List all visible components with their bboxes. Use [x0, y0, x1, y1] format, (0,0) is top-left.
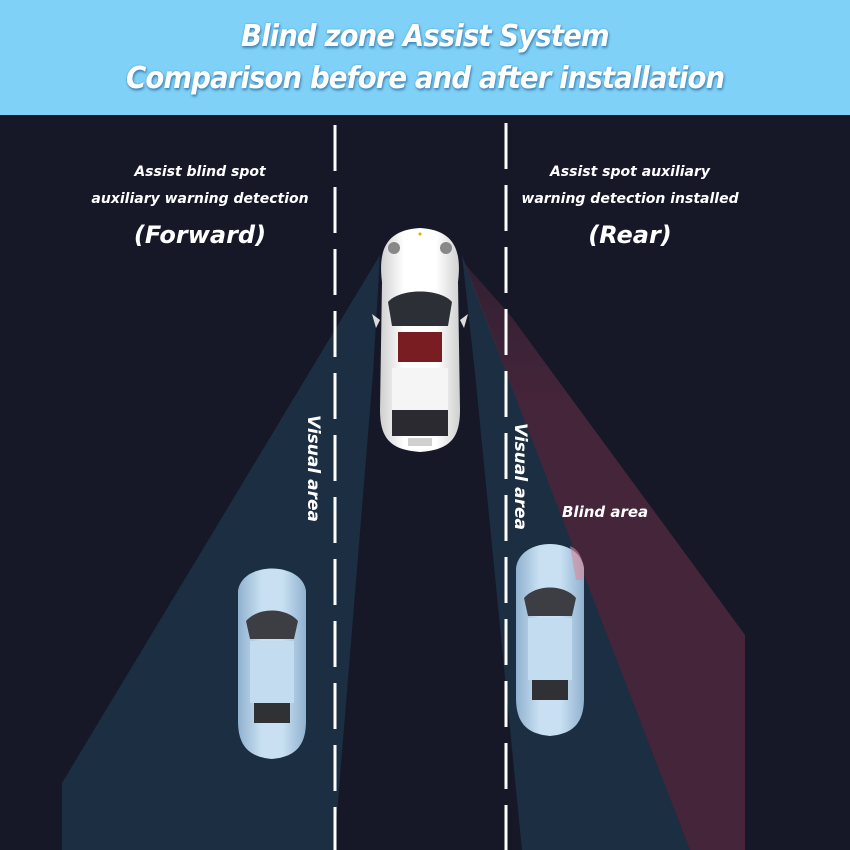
main-car-icon — [372, 228, 468, 452]
rear-tag: (Rear) — [588, 221, 672, 249]
left-visual-area-label: Visual area — [303, 415, 323, 522]
road-graphic — [62, 115, 745, 850]
title-line-1: Blind zone Assist System — [241, 18, 610, 54]
rear-caption: Assist spot auxiliary warning detection … — [500, 159, 760, 255]
forward-caption-line-1: Assist blind spot — [134, 164, 266, 180]
road-scene: Assist blind spot auxiliary warning dete… — [0, 115, 850, 850]
rear-caption-line-2: warning detection installed — [521, 191, 739, 207]
blind-area-label: Blind area — [562, 503, 649, 521]
left-visual-zone — [62, 255, 380, 850]
forward-tag: (Forward) — [133, 221, 267, 249]
forward-caption: Assist blind spot auxiliary warning dete… — [60, 159, 340, 255]
left-car-icon — [238, 568, 306, 759]
forward-caption-line-2: auxiliary warning detection — [91, 191, 309, 207]
title-banner: Blind zone Assist System Comparison befo… — [0, 0, 850, 115]
right-visual-area-label: Visual area — [510, 423, 530, 530]
right-car-icon — [516, 544, 584, 736]
rear-caption-line-1: Assist spot auxiliary — [549, 164, 711, 180]
right-blind-zone — [464, 263, 745, 850]
title-line-2: Comparison before and after installation — [125, 60, 725, 96]
